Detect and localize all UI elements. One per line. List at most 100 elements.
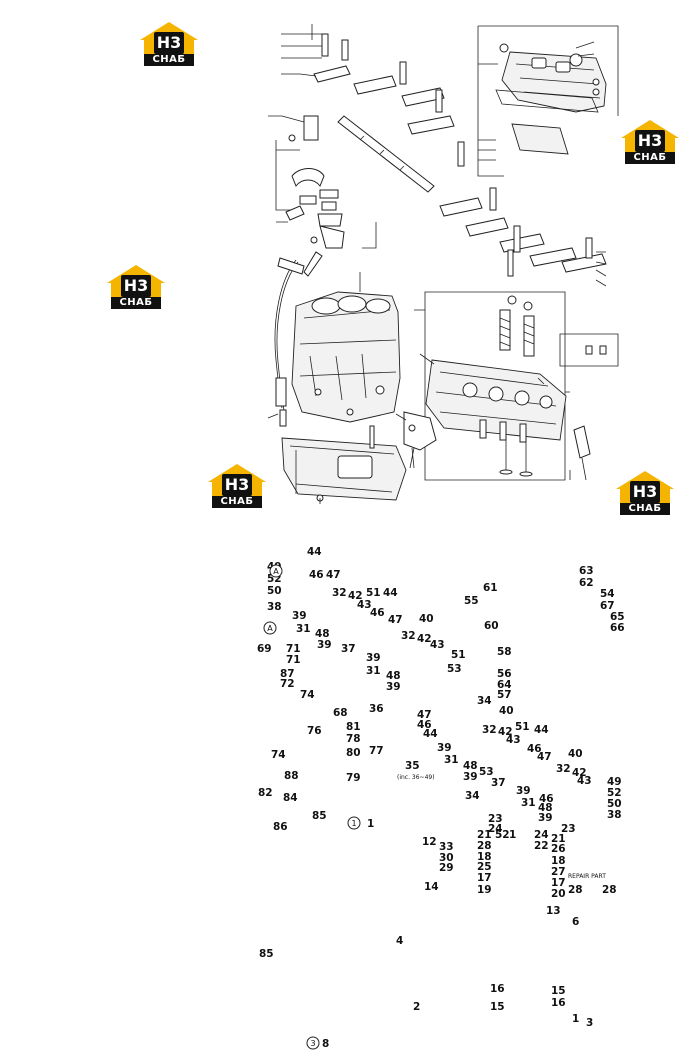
logo-mark: H3 — [121, 275, 151, 297]
callout-c29: 29 — [439, 862, 454, 874]
callout-c1b: 1 — [509, 829, 516, 841]
breather-hoses — [275, 115, 345, 249]
callout-c54: 54 — [600, 588, 615, 600]
callout-c32a: 32 — [332, 587, 347, 599]
rocker-shaft — [337, 115, 435, 193]
brand-logo: H3 СНАБ — [208, 464, 266, 508]
callout-c47d: 47 — [537, 751, 552, 763]
callout-c46b: 46 — [370, 607, 385, 619]
callout-c46a: 46 — [309, 569, 324, 581]
callout-c79: 79 — [346, 772, 361, 784]
circled-marker-label: A — [273, 567, 279, 576]
callout-c76: 76 — [307, 725, 322, 737]
callout-c50a: 50 — [267, 585, 282, 597]
logo-mark: H3 — [635, 130, 665, 152]
callout-c39g: 39 — [516, 785, 531, 797]
callout-c39f: 39 — [463, 771, 478, 783]
callout-c74b: 74 — [271, 749, 286, 761]
callout-c51a: 51 — [366, 587, 381, 599]
logo-word: СНАБ — [144, 54, 194, 66]
callout-c17a: 17 — [477, 872, 492, 884]
callout-c85a: 85 — [312, 810, 327, 822]
callout-c39c: 39 — [366, 652, 381, 664]
callout-c19: 19 — [477, 884, 492, 896]
logo-mark: H3 — [222, 474, 252, 496]
brand-logo: H3 СНАБ — [616, 471, 674, 515]
leader-lines — [267, 24, 607, 504]
callout-c16b: 16 — [551, 997, 566, 1009]
callout-c32c: 32 — [482, 724, 497, 736]
callout-c69: 69 — [257, 643, 272, 655]
callout-labels: 4944524647503242514438433931484647393732… — [257, 546, 625, 1050]
callout-c43b: 43 — [430, 639, 445, 651]
circled-marker-label: A — [267, 624, 273, 633]
callout-c81: 81 — [346, 721, 361, 733]
circled-marker-A1: A — [269, 564, 283, 578]
callout-c37a: 37 — [341, 643, 356, 655]
callout-c39d: 39 — [386, 681, 401, 693]
callout-c36: 36 — [369, 703, 384, 715]
callout-c85b: 85 — [259, 948, 274, 960]
callout-c86: 86 — [273, 821, 288, 833]
callout-c28c: 28 — [602, 884, 617, 896]
brand-logo: H3 СНАБ — [140, 22, 198, 66]
callout-c1c: 1 — [572, 1013, 579, 1025]
callout-c28b: 28 — [568, 884, 583, 896]
cylinder-head — [425, 359, 591, 459]
logo-mark: H3 — [154, 32, 184, 54]
callout-c22a: 22 — [534, 840, 549, 852]
callout-c53a: 53 — [447, 663, 462, 675]
callout-c55: 55 — [464, 595, 479, 607]
callout-c47a: 47 — [326, 569, 341, 581]
callout-c38b: 38 — [607, 809, 622, 821]
logo-word: СНАБ — [212, 496, 262, 508]
logo-mark: H3 — [630, 481, 660, 503]
callout-c35: 35 — [405, 760, 420, 772]
callout-c68: 68 — [333, 707, 348, 719]
callout-c31b: 31 — [366, 665, 381, 677]
callout-c58: 58 — [497, 646, 512, 658]
oil-pan — [281, 425, 407, 502]
callout-c26: 26 — [551, 843, 566, 855]
callout-c39a: 39 — [292, 610, 307, 622]
logo-word: СНАБ — [620, 503, 670, 515]
callout-c20: 20 — [551, 888, 566, 900]
callout-c52c: 52 — [495, 829, 510, 841]
callout-c43c: 43 — [506, 734, 521, 746]
callout-c38a: 38 — [267, 601, 282, 613]
logo-word: СНАБ — [625, 152, 675, 164]
callout-c71b: 71 — [286, 654, 301, 666]
callout-c34b: 34 — [465, 790, 480, 802]
exploded-view-drawing — [267, 24, 619, 504]
callout-c40c: 40 — [568, 748, 583, 760]
callout-c82: 82 — [258, 787, 273, 799]
rocker-arms-lower — [439, 187, 607, 277]
callout-crepair: REPAIR PART — [568, 873, 606, 880]
callout-c80: 80 — [346, 747, 361, 759]
callout-c47b: 47 — [388, 614, 403, 626]
valve-cover — [495, 43, 607, 155]
brand-logo: H3 СНАБ — [621, 120, 679, 164]
callout-c43d: 43 — [577, 775, 592, 787]
callout-c39h: 39 — [538, 812, 553, 824]
cylinder-block — [291, 291, 401, 423]
callout-c44a: 44 — [307, 546, 322, 558]
callout-c16a: 16 — [490, 983, 505, 995]
callout-c39b: 39 — [317, 639, 332, 651]
callout-c77: 77 — [369, 745, 384, 757]
callout-c32b: 32 — [401, 630, 416, 642]
callout-c44c: 44 — [534, 724, 549, 736]
callout-c13: 13 — [546, 905, 561, 917]
callout-c31c: 31 — [444, 754, 459, 766]
lifting-bracket — [403, 411, 437, 469]
callout-c6: 6 — [572, 916, 579, 928]
callout-c3: 3 — [586, 1017, 593, 1029]
callout-c51b: 51 — [451, 649, 466, 661]
circled-marker-n1: 1 — [347, 816, 361, 830]
circled-marker-label: 1 — [351, 819, 356, 828]
callout-c66: 66 — [610, 622, 625, 634]
callout-c15b: 15 — [490, 1001, 505, 1013]
callout-c37b: 37 — [491, 777, 506, 789]
callout-c44d: 44 — [423, 728, 438, 740]
callout-c78: 78 — [346, 733, 361, 745]
